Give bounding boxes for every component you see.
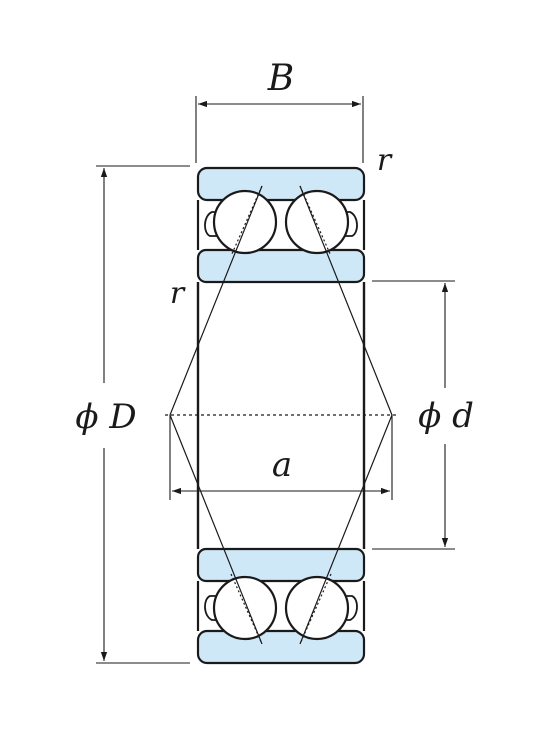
label-outer-diameter: ϕ D <box>75 397 136 437</box>
dimension-bore-diameter: ϕ d <box>372 280 474 550</box>
dimension-load-center: a <box>169 415 393 500</box>
ball-top-right <box>284 189 350 255</box>
label-load-center: a <box>272 445 292 485</box>
label-b: B <box>267 58 294 99</box>
dimension-outer-diameter: ϕ D <box>75 165 190 664</box>
ball-top-left <box>212 189 278 255</box>
outer-ring-top <box>196 166 366 202</box>
ball-bottom-left <box>212 575 278 641</box>
dimension-b: B <box>195 58 364 163</box>
label-r-top: r <box>377 143 393 178</box>
inner-ring-bottom <box>196 547 366 583</box>
inner-ring-top <box>196 248 366 284</box>
outer-ring-bottom <box>196 629 366 665</box>
contact-line-top-right <box>299 185 332 257</box>
contact-line-top-left <box>230 185 263 257</box>
label-bore-diameter: ϕ d <box>418 396 474 436</box>
label-r-inner: r <box>170 276 186 311</box>
ball-bottom-right <box>284 575 350 641</box>
